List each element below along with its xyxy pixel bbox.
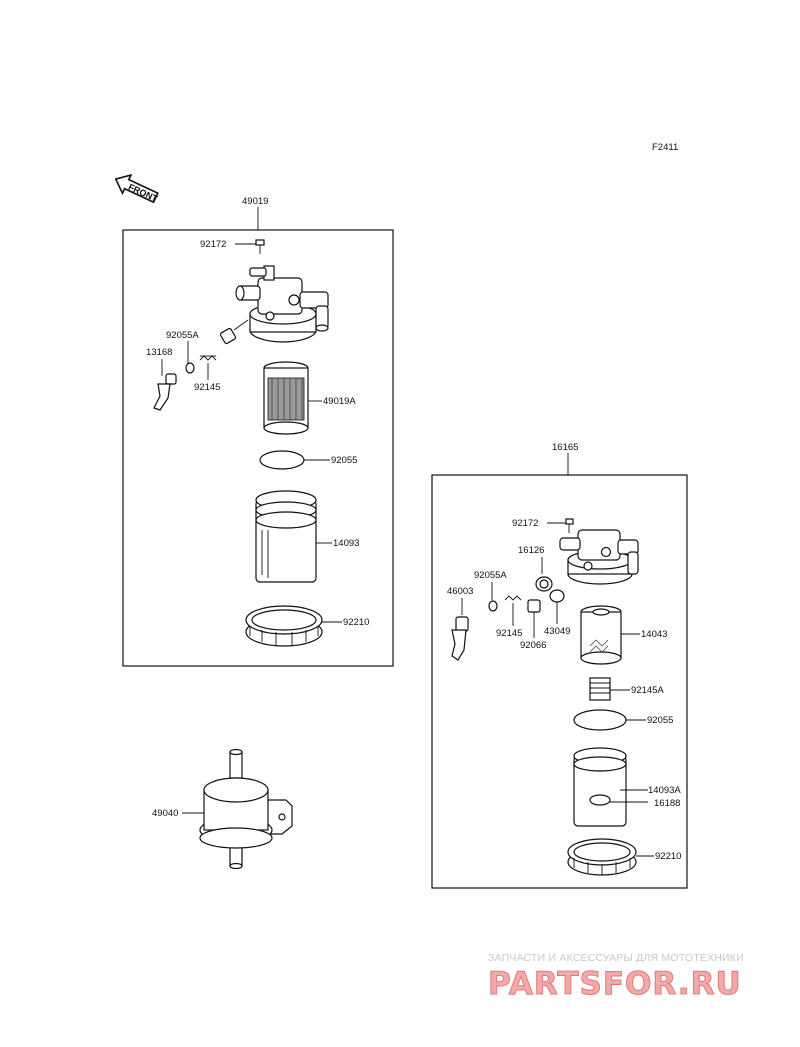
o-ring-part: [488, 600, 498, 612]
screw-part: [255, 239, 265, 254]
label-14043-right: 14043: [641, 629, 667, 640]
label-92210-left: 92210: [343, 617, 369, 628]
label-92210-right: 92210: [655, 851, 681, 862]
screw-part: [565, 518, 574, 533]
lever-part: [153, 373, 177, 411]
fuel-cock-body-part: [235, 265, 329, 343]
label-92055-right: 92055: [647, 715, 673, 726]
spring-part: [504, 595, 522, 601]
label-13168-left: 13168: [146, 347, 172, 358]
front-label: FRONT: [127, 182, 160, 204]
plug-part: [219, 319, 249, 345]
label-14093-left: 14093: [333, 538, 359, 549]
label-92172-left: 92172: [200, 239, 226, 250]
assembly-code-right: 16165: [552, 442, 578, 453]
filter-bowl-part: [573, 747, 627, 827]
ring-nut-part: [245, 605, 323, 647]
label-92145-right: 92145: [496, 628, 522, 639]
inline-fuel-filter-part: [199, 748, 293, 870]
washer-part: [549, 589, 565, 603]
figure-code: F2411: [652, 142, 678, 153]
spring-part: [589, 677, 611, 701]
gasket-part: [259, 450, 305, 470]
assembly-frame-left: [122, 229, 394, 667]
lever-part: [451, 616, 469, 661]
ring-nut-part: [567, 838, 637, 876]
label-46003-right: 46003: [447, 586, 473, 597]
gasket-part: [573, 709, 627, 731]
label-92055A-left: 92055A: [166, 330, 199, 341]
label-43049-right: 43049: [544, 626, 570, 637]
label-92055-left: 92055: [331, 455, 357, 466]
o-ring-part: [185, 362, 195, 374]
label-49019A-left: 49019A: [323, 396, 356, 407]
label-14093A-right: 14093A: [648, 785, 681, 796]
label-92145A-right: 92145A: [631, 685, 664, 696]
filter-element-part: [580, 605, 622, 665]
watermark-logo: PARTSFOR.RU: [488, 966, 742, 1003]
label-16188-right: 16188: [654, 798, 680, 809]
spring-part: [199, 355, 217, 361]
label-92066-right: 92066: [520, 640, 546, 651]
filter-bowl-part: [255, 490, 317, 583]
assembly-code-left: 49019: [242, 196, 268, 207]
label-92172-right: 92172: [512, 518, 538, 529]
plug-part: [527, 599, 541, 613]
label-49040: 49040: [152, 808, 178, 819]
label-16126-right: 16126: [518, 545, 544, 556]
filter-element-part: [263, 361, 309, 435]
assembly-frame-right: [431, 474, 688, 889]
fitting-part: [535, 576, 553, 592]
fuel-cock-body-part: [559, 529, 639, 585]
label-92055A-right: 92055A: [474, 570, 507, 581]
label-92145-left: 92145: [194, 382, 220, 393]
watermark-tagline: ЗАПЧАСТИ И АКСЕССУАРЫ ДЛЯ МОТОТЕХНИКИ: [488, 952, 744, 964]
front-arrow-icon: FRONT: [114, 173, 160, 204]
